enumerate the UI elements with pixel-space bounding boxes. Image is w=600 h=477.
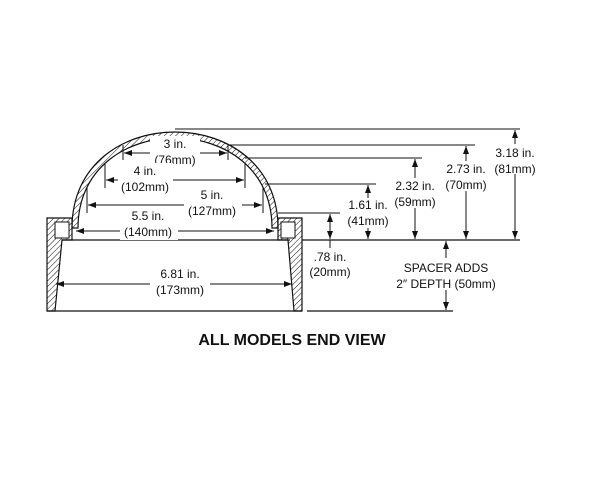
- dim-1-61in: 1.61 in. (41mm): [340, 185, 395, 239]
- dim-label-mm: (20mm): [309, 265, 350, 279]
- dim-6-81in: 6.81 in. (173mm): [56, 267, 292, 297]
- dim-label: 3.18 in.: [495, 146, 534, 160]
- dim-0-78in: .78 in. (20mm): [309, 214, 351, 279]
- dim-label: 5 in.: [201, 188, 224, 202]
- dim-5-5in: 5.5 in. (140mm): [76, 209, 274, 240]
- dim-label: 4 in.: [134, 164, 157, 178]
- dim-label-mm: (41mm): [347, 214, 388, 228]
- dim-label: 5.5 in.: [132, 209, 165, 223]
- dim-label-mm: (59mm): [394, 195, 435, 209]
- spacer-dim: SPACER ADDS 2″ DEPTH (50mm): [393, 241, 499, 310]
- dim-label-mm: (140mm): [124, 225, 172, 239]
- dim-2-73in: 2.73 in. (70mm): [438, 146, 494, 239]
- spacer-note-line2: 2″ DEPTH (50mm): [396, 277, 496, 291]
- caption: ALL MODELS END VIEW: [198, 332, 386, 349]
- dim-5in: 5 in. (127mm): [86, 188, 264, 218]
- dim-2-32in: 2.32 in. (59mm): [388, 159, 443, 239]
- dim-4in: 4 in. (102mm): [104, 163, 246, 194]
- extension-lines: [175, 128, 520, 312]
- dim-label: 2.73 in.: [446, 162, 485, 176]
- dim-3in: 3 in. (76mm): [122, 136, 229, 167]
- dim-label: 6.81 in.: [160, 267, 199, 281]
- dome: [71, 131, 279, 229]
- dim-label: 3 in.: [164, 137, 187, 151]
- dim-label: .78 in.: [314, 250, 347, 264]
- dim-label-mm: (70mm): [445, 178, 486, 192]
- dim-label: 2.32 in.: [395, 179, 434, 193]
- spacer-note-line1: SPACER ADDS: [404, 261, 488, 275]
- dim-label-mm: (127mm): [188, 204, 236, 218]
- dim-label-mm: (173mm): [156, 283, 204, 297]
- dim-label: 1.61 in.: [348, 198, 387, 212]
- dim-label-mm: (81mm): [494, 162, 535, 176]
- dim-label-mm: (102mm): [121, 180, 169, 194]
- dim-3-18in: 3.18 in. (81mm): [487, 130, 543, 239]
